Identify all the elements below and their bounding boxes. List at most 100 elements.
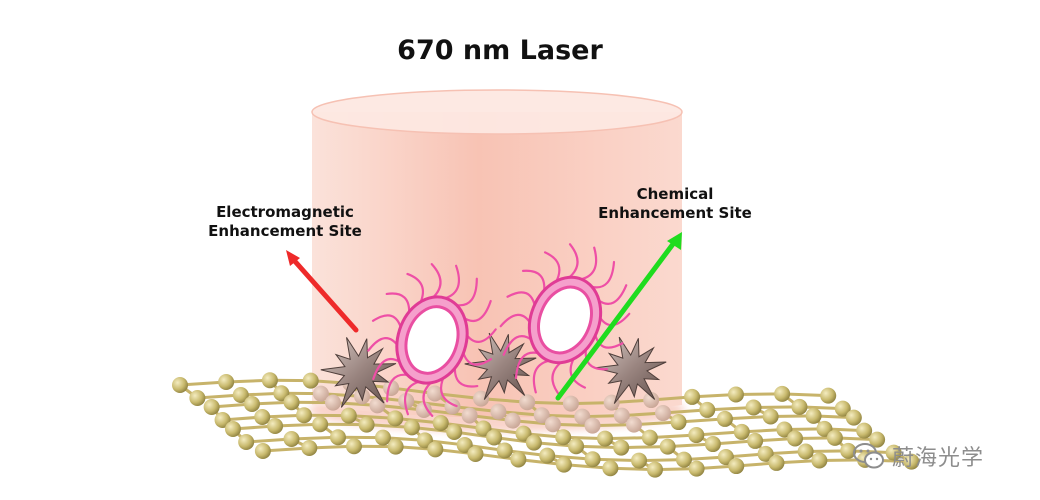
graphene-atom <box>387 438 404 455</box>
electromagnetic-label: Electromagnetic Enhancement Site <box>170 203 400 241</box>
graphene-atom <box>699 401 716 418</box>
graphene-atom <box>757 445 774 462</box>
graphene-atom <box>473 390 490 407</box>
graphene-atom <box>774 385 791 402</box>
graphene-atom <box>475 420 492 437</box>
bacterium <box>367 263 497 417</box>
gold-nanostars <box>320 332 667 408</box>
graphene-atom <box>728 458 745 475</box>
graphene-atom <box>302 372 319 389</box>
graphene-atom <box>584 451 601 468</box>
graphene-atom <box>267 418 284 435</box>
wechat-icon <box>853 443 884 469</box>
cell-interior <box>537 285 593 355</box>
flagellum <box>422 381 434 417</box>
bacterium <box>499 243 631 397</box>
graphene-atom <box>490 403 507 420</box>
graphene-atom <box>461 407 478 424</box>
graphene-atom <box>312 416 329 433</box>
flagellum <box>532 359 550 394</box>
graphene-atom <box>504 412 521 429</box>
electromagnetic-label-line2: Enhancement Site <box>208 221 362 240</box>
graphene-atom <box>283 431 300 448</box>
graphene-atom <box>539 447 556 464</box>
graphene-atom <box>655 405 672 422</box>
watermark: 蔚海光学 <box>852 440 984 472</box>
graphene-atom <box>312 385 329 402</box>
flagellum <box>404 380 420 416</box>
graphene-atom <box>296 407 313 424</box>
graphene-atom <box>631 452 648 469</box>
graphene-atom <box>172 377 188 393</box>
graphene-atom <box>745 399 762 416</box>
graphene-atom <box>544 416 561 433</box>
graphene-atom <box>218 374 235 391</box>
graphene-atom <box>716 410 733 427</box>
graphene-atom <box>826 429 843 446</box>
graphene-atom <box>254 443 271 459</box>
graphene-atom <box>525 434 542 451</box>
graphene-atom <box>358 416 375 433</box>
graphene-atom <box>717 449 734 466</box>
graphene-atom <box>214 412 231 428</box>
graphene-atom <box>467 445 484 462</box>
watermark-text: 蔚海光学 <box>892 446 985 471</box>
graphene-atom <box>903 453 920 470</box>
graphene-atom <box>856 422 873 439</box>
graphene-atom <box>811 452 828 469</box>
nanostar <box>464 332 537 400</box>
flagellum <box>514 351 540 380</box>
graphene-atom <box>613 439 630 456</box>
graphene-atom <box>533 407 550 424</box>
graphene-atom <box>727 386 744 403</box>
flagellum <box>455 277 478 307</box>
graphene-atom <box>398 392 415 409</box>
graphene-atom <box>840 442 857 459</box>
graphene-atom <box>432 414 449 431</box>
graphene-atom <box>232 387 249 404</box>
graphene-atom <box>519 394 536 411</box>
laser-title: 670 nm Laser <box>397 35 603 66</box>
graphene-atom <box>613 407 630 424</box>
graphene-atom <box>427 441 444 458</box>
graphene-atom <box>776 421 793 438</box>
graphene-atom <box>646 461 663 478</box>
graphene-atom <box>340 407 357 424</box>
electromagnetic-label-line1: Electromagnetic <box>216 203 354 221</box>
graphene-atom <box>816 420 833 437</box>
graphene-atom <box>345 438 362 455</box>
graphene-atom <box>416 432 433 449</box>
graphene-atom <box>261 372 278 389</box>
graphene-atom <box>747 432 764 449</box>
nanostar <box>594 336 667 404</box>
graphene-atom <box>496 442 513 459</box>
graphene-atom <box>515 425 532 442</box>
graphene-atom <box>555 456 572 473</box>
graphene-atom <box>688 427 705 444</box>
graphene-atoms <box>172 372 920 478</box>
graphene-atom <box>555 429 572 446</box>
graphene-atom <box>456 436 473 453</box>
cell-interior <box>404 305 460 375</box>
graphene-atom <box>243 396 260 413</box>
flagellum <box>551 361 563 397</box>
graphene-atom <box>643 392 660 409</box>
graphene-atom <box>820 387 837 404</box>
graphene-atom <box>670 414 687 431</box>
graphene-atom <box>597 430 614 447</box>
flagellum <box>444 264 460 300</box>
graphene-atom <box>797 443 814 460</box>
graphene-atom <box>403 419 420 436</box>
graphene-atom <box>688 460 705 477</box>
graphene-atom <box>805 407 822 424</box>
graphene-atom <box>203 399 220 415</box>
nanostar <box>320 337 397 408</box>
flagellum <box>430 263 442 299</box>
graphene-atom <box>224 421 241 437</box>
graphene-atom <box>325 394 342 411</box>
graphene-atom <box>791 398 808 415</box>
flagellum <box>386 373 409 403</box>
graphene-atom <box>189 390 206 406</box>
graphene-atom <box>733 423 750 440</box>
